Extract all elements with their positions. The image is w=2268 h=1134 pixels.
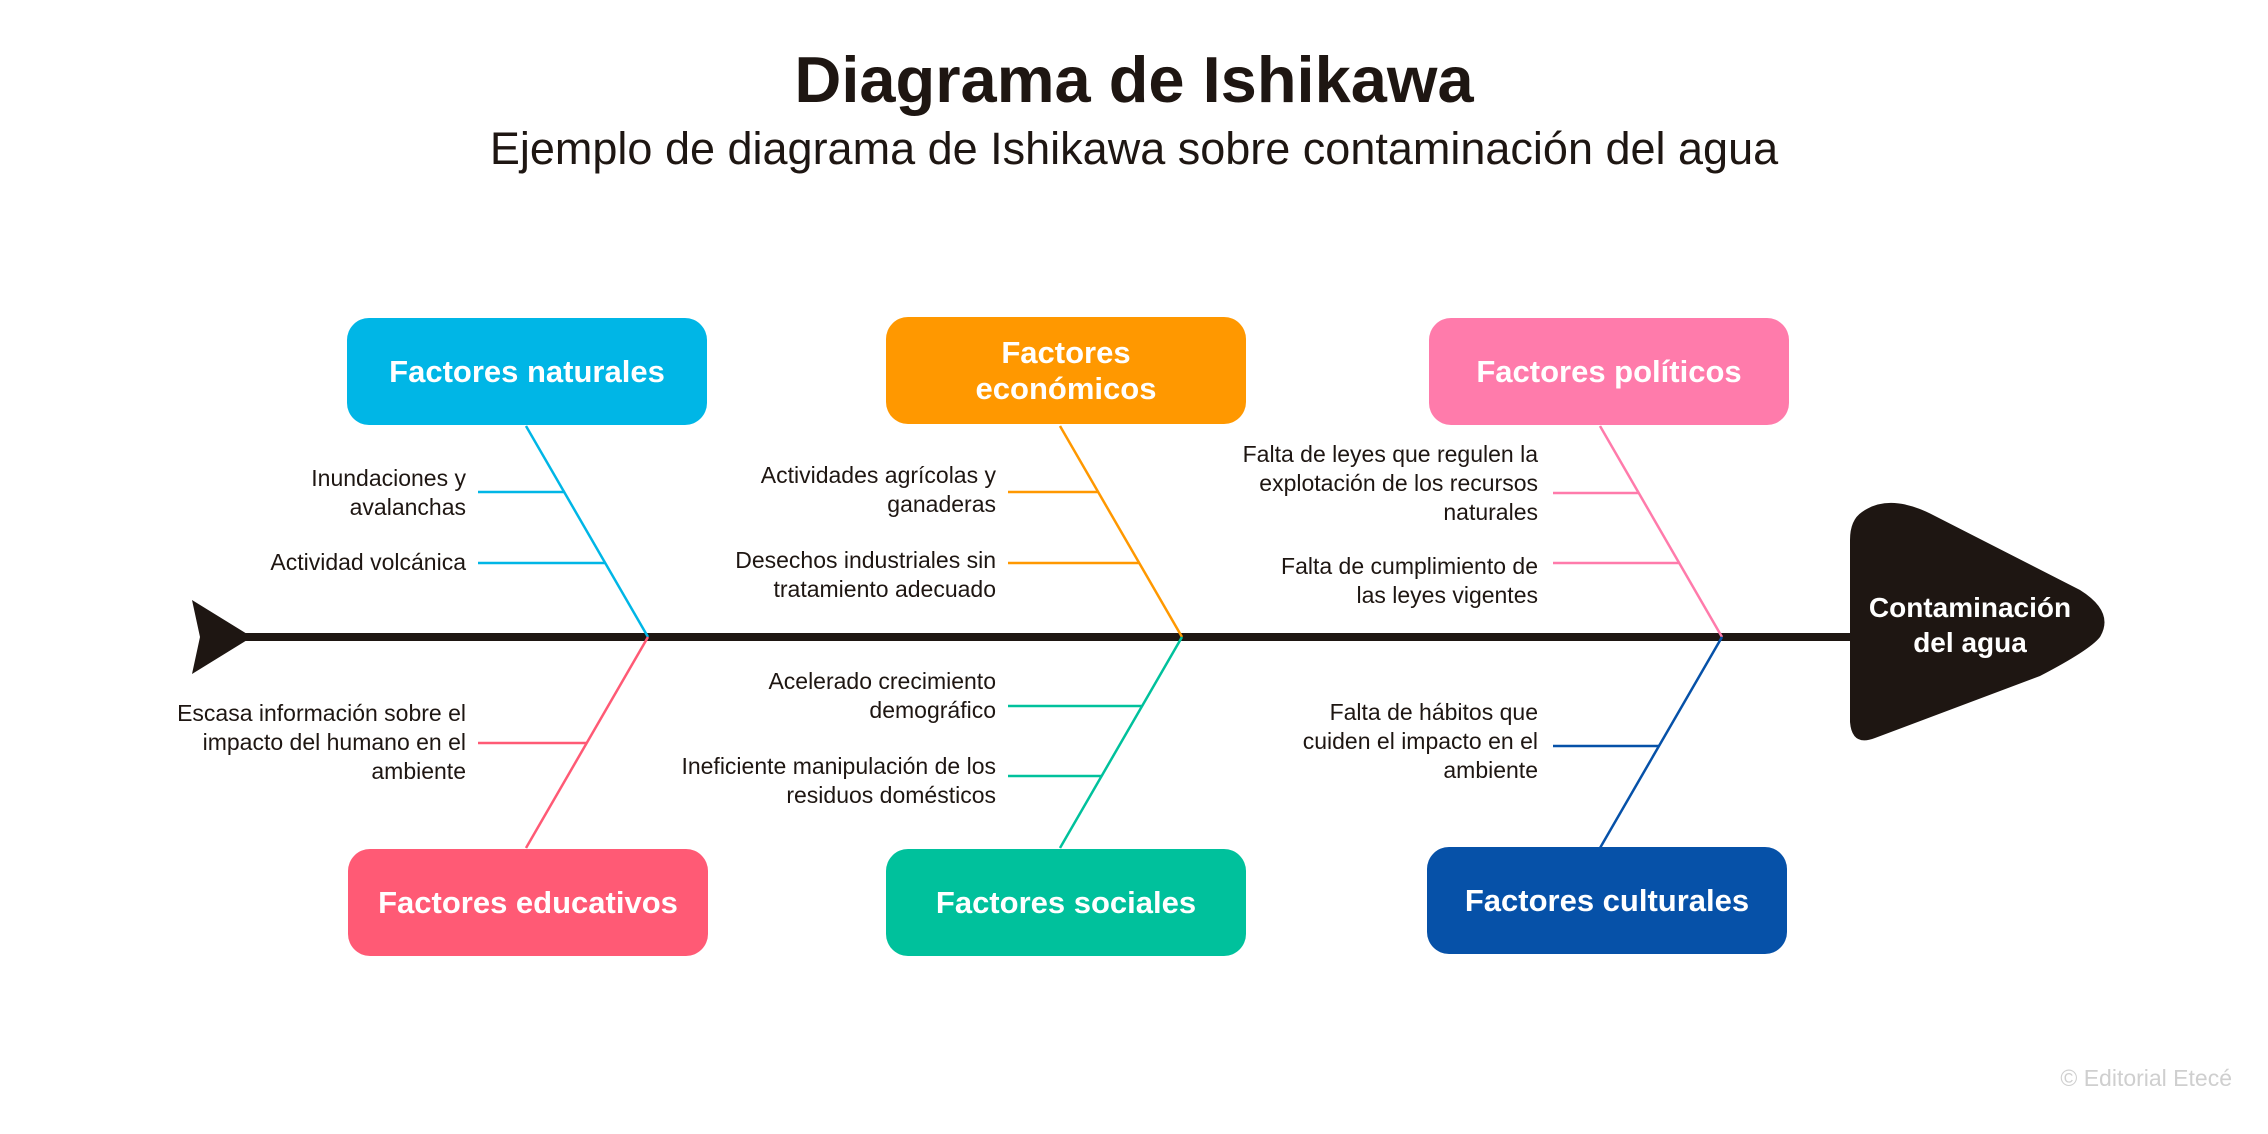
category-box-naturales: Factores naturales <box>347 318 707 425</box>
category-label: Factores sociales <box>935 884 1197 920</box>
fish-tail <box>192 600 252 674</box>
category-label: Factores educativos <box>378 884 678 920</box>
category-box-educativos: Factores educativos <box>348 849 708 956</box>
bone-main <box>1598 636 1724 849</box>
bone-sociales <box>1008 636 1184 849</box>
category-label: Factores culturales <box>1464 882 1750 918</box>
category-box-economicos: Factores económicos <box>886 317 1246 424</box>
credit-watermark: © Editorial Etecé <box>2060 1065 2232 1091</box>
cause-label: Ineficiente manipulación de los residuos… <box>681 753 996 808</box>
bone-politicos <box>1553 425 1724 638</box>
bone-educativos <box>478 636 650 849</box>
bone-main <box>524 425 650 638</box>
cause-label: Escasa información sobre el impacto del … <box>177 700 466 784</box>
cause-label: Actividad volcánica <box>270 549 466 575</box>
cause-label: Falta de hábitos que cuiden el impacto e… <box>1302 699 1538 783</box>
bone-main <box>1058 425 1184 638</box>
effect-label: Contaminación del agua <box>1868 592 2072 658</box>
category-box-culturales: Factores culturales <box>1427 847 1787 954</box>
cause-label: Inundaciones y avalanchas <box>311 465 466 520</box>
cause-label: Actividades agrícolas y ganaderas <box>760 462 996 517</box>
category-box-sociales: Factores sociales <box>886 849 1246 956</box>
fish-head <box>1850 502 2105 741</box>
cause-label: Falta de leyes que regulen la explotació… <box>1242 441 1538 525</box>
bone-main <box>1058 636 1184 849</box>
bone-naturales <box>478 425 650 638</box>
cause-label: Desechos industriales sin tratamiento ad… <box>735 547 996 602</box>
category-box-politicos: Factores políticos <box>1429 318 1789 425</box>
category-label: Factores políticos <box>1476 353 1742 389</box>
category-label: Factores económicos <box>975 334 1157 406</box>
cause-label: Falta de cumplimiento de las leyes vigen… <box>1281 553 1538 608</box>
page-subtitle: Ejemplo de diagrama de Ishikawa sobre co… <box>489 123 1779 174</box>
category-label: Factores naturales <box>389 353 665 389</box>
bone-culturales <box>1553 636 1724 849</box>
page-title: Diagrama de Ishikawa <box>794 43 1474 116</box>
bone-main <box>1598 425 1724 638</box>
bone-economicos <box>1008 425 1184 638</box>
cause-label: Acelerado crecimiento demográfico <box>768 668 996 723</box>
